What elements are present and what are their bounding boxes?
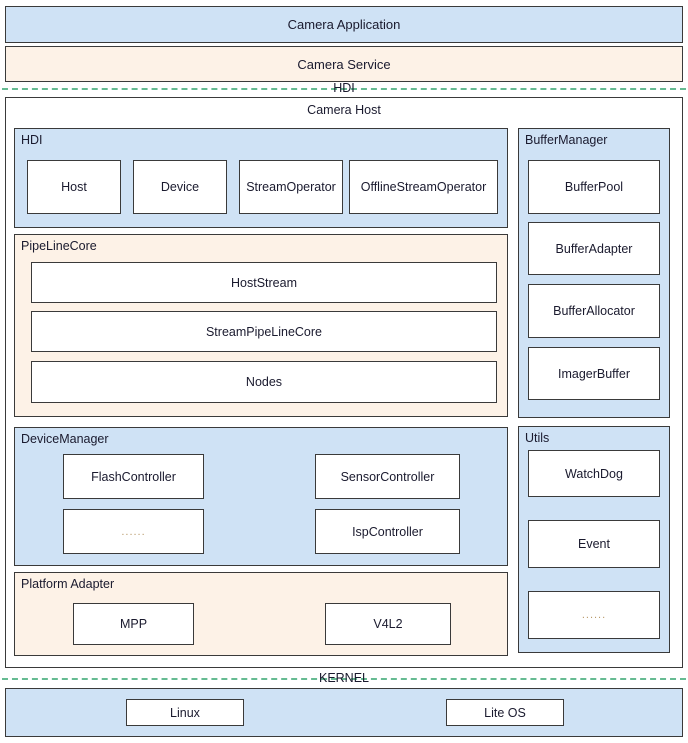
group-devicemanager-title: DeviceManager [21, 432, 109, 446]
node-linux[interactable]: Linux [126, 699, 244, 726]
separator-kernel-line [2, 678, 686, 680]
node-flashcontroller[interactable]: FlashController [63, 454, 204, 499]
separator-kernel-label: KERNEL [318, 671, 370, 685]
separator-kernel: KERNEL [0, 670, 688, 686]
layer-kernel [5, 688, 683, 737]
node-nodes[interactable]: Nodes [31, 361, 497, 403]
node-v4l2[interactable]: V4L2 [325, 603, 451, 645]
node-mpp[interactable]: MPP [73, 603, 194, 645]
node-imagerbuffer[interactable]: ImagerBuffer [528, 347, 660, 400]
node-streampipelinecore[interactable]: StreamPipeLineCore [31, 311, 497, 352]
node-hoststream[interactable]: HostStream [31, 262, 497, 303]
node-ispcontroller[interactable]: IspController [315, 509, 460, 554]
node-host[interactable]: Host [27, 160, 121, 214]
node-sensorcontroller[interactable]: SensorController [315, 454, 460, 499]
node-event[interactable]: Event [528, 520, 660, 568]
node-stream-operator[interactable]: StreamOperator [239, 160, 343, 214]
camera-host-label: Camera Host [307, 103, 381, 117]
node-lite-os[interactable]: Lite OS [446, 699, 564, 726]
layer-camera-service: Camera Service [5, 46, 683, 82]
group-platform-adapter-title: Platform Adapter [21, 577, 115, 591]
separator-hdi-line [2, 88, 686, 90]
group-hdi-title: HDI [21, 133, 43, 147]
layer-camera-application-label: Camera Application [287, 17, 401, 32]
group-buffermanager-title: BufferManager [525, 133, 608, 147]
node-device[interactable]: Device [133, 160, 227, 214]
node-devicemanager-more[interactable]: ...... [63, 509, 204, 554]
node-watchdog[interactable]: WatchDog [528, 450, 660, 497]
node-bufferadapter[interactable]: BufferAdapter [528, 222, 660, 275]
node-offline-stream-operator[interactable]: OfflineStreamOperator [349, 160, 498, 214]
separator-hdi: HDI [0, 80, 688, 96]
group-utils-title: Utils [525, 431, 550, 445]
node-utils-more[interactable]: ...... [528, 591, 660, 639]
node-bufferallocator[interactable]: BufferAllocator [528, 284, 660, 338]
separator-hdi-label: HDI [333, 81, 355, 95]
layer-camera-application: Camera Application [5, 6, 683, 43]
group-pipelinecore-title: PipeLineCore [21, 239, 97, 253]
node-bufferpool[interactable]: BufferPool [528, 160, 660, 214]
layer-camera-service-label: Camera Service [297, 56, 391, 72]
